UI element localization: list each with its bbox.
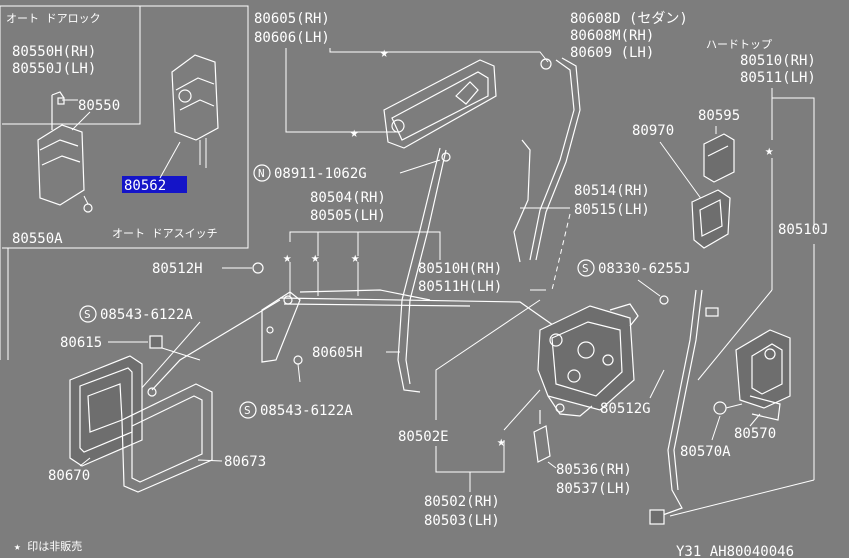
label-80608d[interactable]: 80608D (セダン) — [570, 11, 688, 27]
screw-s-symbol-1 — [79, 305, 97, 323]
label-80595[interactable]: 80595 — [698, 108, 740, 124]
inset-panel — [0, 5, 249, 360]
label-80550[interactable]: 80550 — [78, 98, 120, 114]
star-mark: ★ — [283, 250, 292, 266]
screw-symbol-letter: S — [84, 308, 91, 321]
clip-part — [252, 262, 264, 274]
dashed-leader — [551, 213, 571, 291]
label-hardtop: ハードトップ — [706, 38, 772, 51]
release-cable-part — [649, 289, 719, 525]
label-80570a[interactable]: 80570A — [680, 444, 731, 460]
label-80609[interactable]: 80609 (LH) — [570, 45, 654, 61]
label-80511h[interactable]: 80511H(LH) — [418, 279, 502, 295]
label-80510rh[interactable]: 80510(RH) — [740, 53, 816, 69]
label-80504[interactable]: 80504(RH) — [310, 190, 386, 206]
lock-rods — [151, 289, 561, 391]
outside-handle-part — [383, 59, 497, 149]
door-lock-assembly-part — [537, 303, 639, 417]
nut-part — [441, 152, 451, 162]
label-80512g[interactable]: 80512G — [600, 401, 651, 417]
lock-sensor-part — [533, 410, 551, 463]
label-80570[interactable]: 80570 — [734, 426, 776, 442]
star-mark: ★ — [497, 434, 506, 450]
label-80970[interactable]: 80970 — [632, 123, 674, 139]
label-screw-1[interactable]: 08543-6122A — [100, 307, 193, 323]
reference-code: Y31 AH80040046 — [676, 544, 794, 558]
striker-screw-part — [713, 401, 727, 415]
label-80670[interactable]: 80670 — [48, 468, 90, 484]
door-switch-part — [159, 54, 219, 179]
selected-part-highlight — [122, 176, 187, 193]
bracket-80595-part — [703, 133, 735, 183]
grommet-part — [149, 335, 163, 349]
label-80505[interactable]: 80505(LH) — [310, 208, 386, 224]
label-80511lh[interactable]: 80511(LH) — [740, 70, 816, 86]
nut-symbol-letter: N — [258, 167, 265, 180]
label-80562-selected[interactable]: 80562 — [124, 178, 166, 194]
label-80502[interactable]: 80502(RH) — [424, 494, 500, 510]
star-mark: ★ — [380, 45, 389, 61]
screw-symbol-letter: S — [582, 262, 589, 275]
bell-crank-part — [261, 291, 301, 363]
label-screw-2[interactable]: 08543-6122A — [260, 403, 353, 419]
screw-part — [293, 355, 303, 365]
label-screw-3[interactable]: 08330-6255J — [598, 261, 691, 277]
label-80502e[interactable]: 80502E — [398, 429, 449, 445]
star-mark: ★ — [765, 143, 774, 159]
label-80512h[interactable]: 80512H — [152, 261, 203, 277]
star-mark: ★ — [311, 250, 320, 266]
legend-non-sale: ★ 印は非販売 — [14, 540, 82, 553]
label-80503[interactable]: 80503(LH) — [424, 513, 500, 529]
label-80606lh[interactable]: 80606(LH) — [254, 30, 330, 46]
inset-right-title: オート ドアスイッチ — [112, 227, 218, 240]
screw-part — [659, 295, 669, 305]
label-80537[interactable]: 80537(LH) — [556, 481, 632, 497]
screw-s-symbol-2 — [239, 401, 257, 419]
label-80605rh[interactable]: 80605(RH) — [254, 11, 330, 27]
nut-n-symbol — [253, 164, 271, 182]
key-cylinder-part — [691, 189, 731, 249]
inset-left-title: オート ドアロック — [6, 12, 101, 25]
inside-handle-part — [69, 355, 157, 467]
door-lock-actuator-part — [37, 91, 93, 213]
label-80550h[interactable]: 80550H(RH) — [12, 44, 96, 60]
label-80510h[interactable]: 80510H(RH) — [418, 261, 502, 277]
striker-part — [735, 329, 791, 421]
screw-symbol-letter: S — [244, 404, 251, 417]
label-80514[interactable]: 80514(RH) — [574, 183, 650, 199]
star-mark: ★ — [351, 250, 360, 266]
star-mark: ★ — [350, 125, 359, 141]
label-80550j[interactable]: 80550J(LH) — [12, 61, 96, 77]
label-80515[interactable]: 80515(LH) — [574, 202, 650, 218]
label-80615[interactable]: 80615 — [60, 335, 102, 351]
label-80536[interactable]: 80536(RH) — [556, 462, 632, 478]
outside-handle-rod-part — [397, 147, 447, 393]
label-80608m[interactable]: 80608M(RH) — [570, 28, 654, 44]
label-80673[interactable]: 80673 — [224, 454, 266, 470]
label-80550a[interactable]: 80550A — [12, 231, 63, 247]
label-nut-08911[interactable]: 08911-1062G — [274, 166, 367, 182]
label-80510j[interactable]: 80510J — [778, 222, 829, 238]
label-80605h[interactable]: 80605H — [312, 345, 363, 361]
escutcheon-part — [121, 383, 213, 493]
lock-knob-rod-part — [513, 57, 581, 263]
screw-s-symbol-3 — [577, 259, 595, 277]
